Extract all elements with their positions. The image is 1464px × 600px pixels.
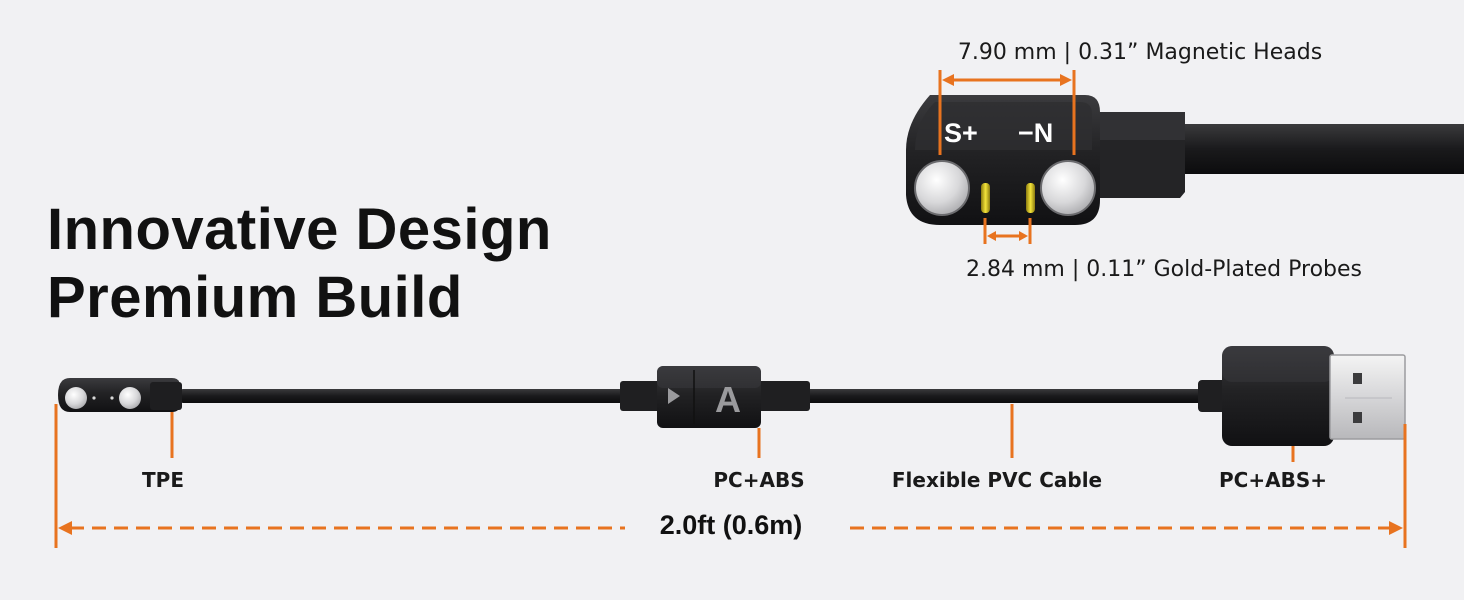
- probe-left-icon: [981, 183, 990, 213]
- cable-length-label: 2.0ft (0.6m): [659, 510, 803, 540]
- usb-housing: [1222, 346, 1334, 446]
- probe-spacing-label: 2.84 mm | 0.11” Gold-Plated Probes: [966, 257, 1362, 282]
- magnetic-head-detail: S+ −N: [906, 70, 1464, 244]
- callout-lines: [170, 404, 1295, 462]
- adapter-sleeve-right: [758, 381, 810, 411]
- head-width-label: 7.90 mm | 0.31” Magnetic Heads: [957, 40, 1323, 65]
- magnet-left-icon: [914, 160, 970, 216]
- material-label-cable: Flexible PVC Cable: [891, 468, 1103, 492]
- adapter-letter: A: [715, 379, 741, 420]
- headline-line-1: Innovative Design: [47, 197, 552, 262]
- small-magnet-left-icon: [65, 387, 87, 409]
- small-magnetic-head: [58, 378, 180, 412]
- material-label-tpe: TPE: [142, 468, 184, 492]
- probe-right-icon: [1026, 183, 1035, 213]
- headline-line-2: Premium Build: [47, 265, 463, 330]
- length-dimension: [54, 404, 1407, 548]
- headline: Innovative Design Premium Build: [47, 196, 552, 332]
- usb-metal-plug: [1329, 354, 1406, 440]
- detail-cable: [1150, 124, 1464, 174]
- full-cable: A: [58, 346, 1406, 446]
- material-label-adapter: PC+ABS: [713, 468, 805, 492]
- material-label-usb: PC+ABS+: [1219, 468, 1327, 492]
- pole-left-label: S+: [944, 118, 978, 148]
- magnet-right-icon: [1040, 160, 1096, 216]
- small-magnet-right-icon: [119, 387, 141, 409]
- pole-right-label: −N: [1018, 118, 1053, 148]
- adapter-sleeve-left: [620, 381, 662, 411]
- adapter-arrow-icon: [668, 388, 680, 404]
